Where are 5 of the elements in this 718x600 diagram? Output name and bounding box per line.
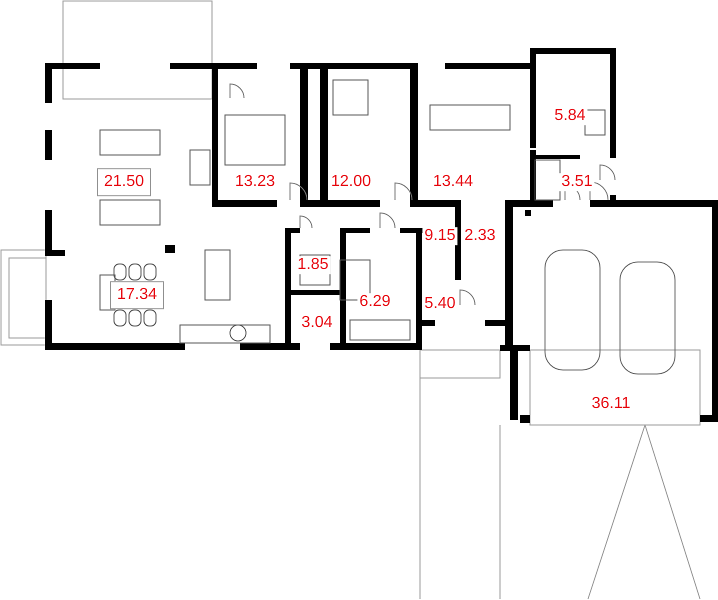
room-area-label: 21.50 — [96, 168, 152, 196]
room-area-label: 5.84 — [552, 107, 588, 125]
room-area-label: 17.34 — [110, 281, 164, 309]
room-area-label: 3.51 — [559, 173, 595, 191]
room-area-label: 9.15 — [422, 227, 458, 245]
